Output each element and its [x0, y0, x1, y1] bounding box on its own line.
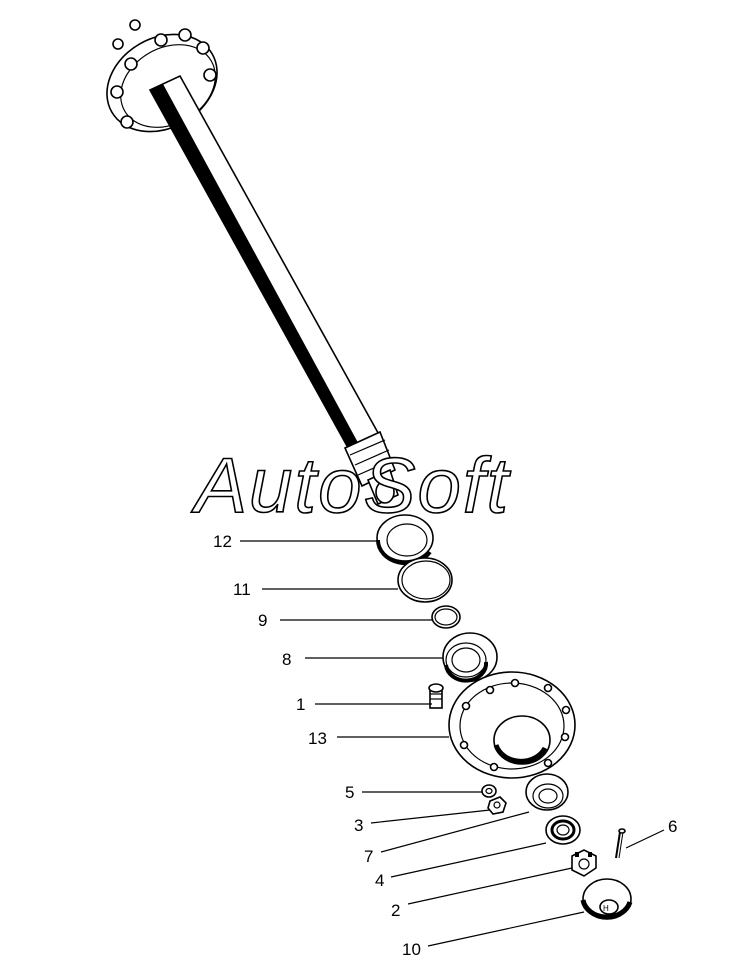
- part-2-castle-nut: [571, 849, 597, 877]
- callout-10: 10: [402, 940, 421, 959]
- callout-5: 5: [345, 783, 354, 802]
- shaft-splined-end: [343, 430, 399, 506]
- shaft-shadow: [150, 84, 362, 455]
- part-4-lock-washer: [545, 815, 581, 845]
- part-13-hub: [448, 671, 576, 779]
- callout-1: 1: [296, 695, 305, 714]
- watermark: AutoSoft: [191, 441, 512, 529]
- svg-text:H: H: [603, 904, 609, 913]
- callout-7: 7: [364, 847, 373, 866]
- part-8-bearing: [442, 632, 498, 683]
- part-6-cotter-pin: [615, 828, 626, 859]
- part-5-nut: [481, 784, 497, 798]
- part-9-o-ring: [431, 605, 461, 629]
- callout-3: 3: [354, 816, 363, 835]
- part-11-ring: [397, 557, 453, 603]
- callout-4: 4: [375, 871, 384, 890]
- shaft-flange: [106, 19, 218, 133]
- part-3-washer: [487, 796, 507, 815]
- part-7-bearing: [525, 773, 569, 811]
- part-12-seal: [375, 514, 434, 566]
- axle-shaft: [106, 19, 399, 506]
- callout-labels: 12 11 9 8 1 13 5 3 7 4 2 6 10: [213, 532, 677, 959]
- callout-11: 11: [233, 580, 251, 599]
- callout-6: 6: [668, 817, 677, 836]
- callout-9: 9: [258, 611, 267, 630]
- leader-lines: [240, 540, 665, 947]
- callout-8: 8: [282, 650, 291, 669]
- callout-2: 2: [391, 901, 400, 920]
- part-10-hub-cap: H: [580, 878, 633, 920]
- callout-12: 12: [213, 532, 232, 551]
- callout-13: 13: [308, 729, 327, 748]
- part-1-stud: [428, 683, 444, 709]
